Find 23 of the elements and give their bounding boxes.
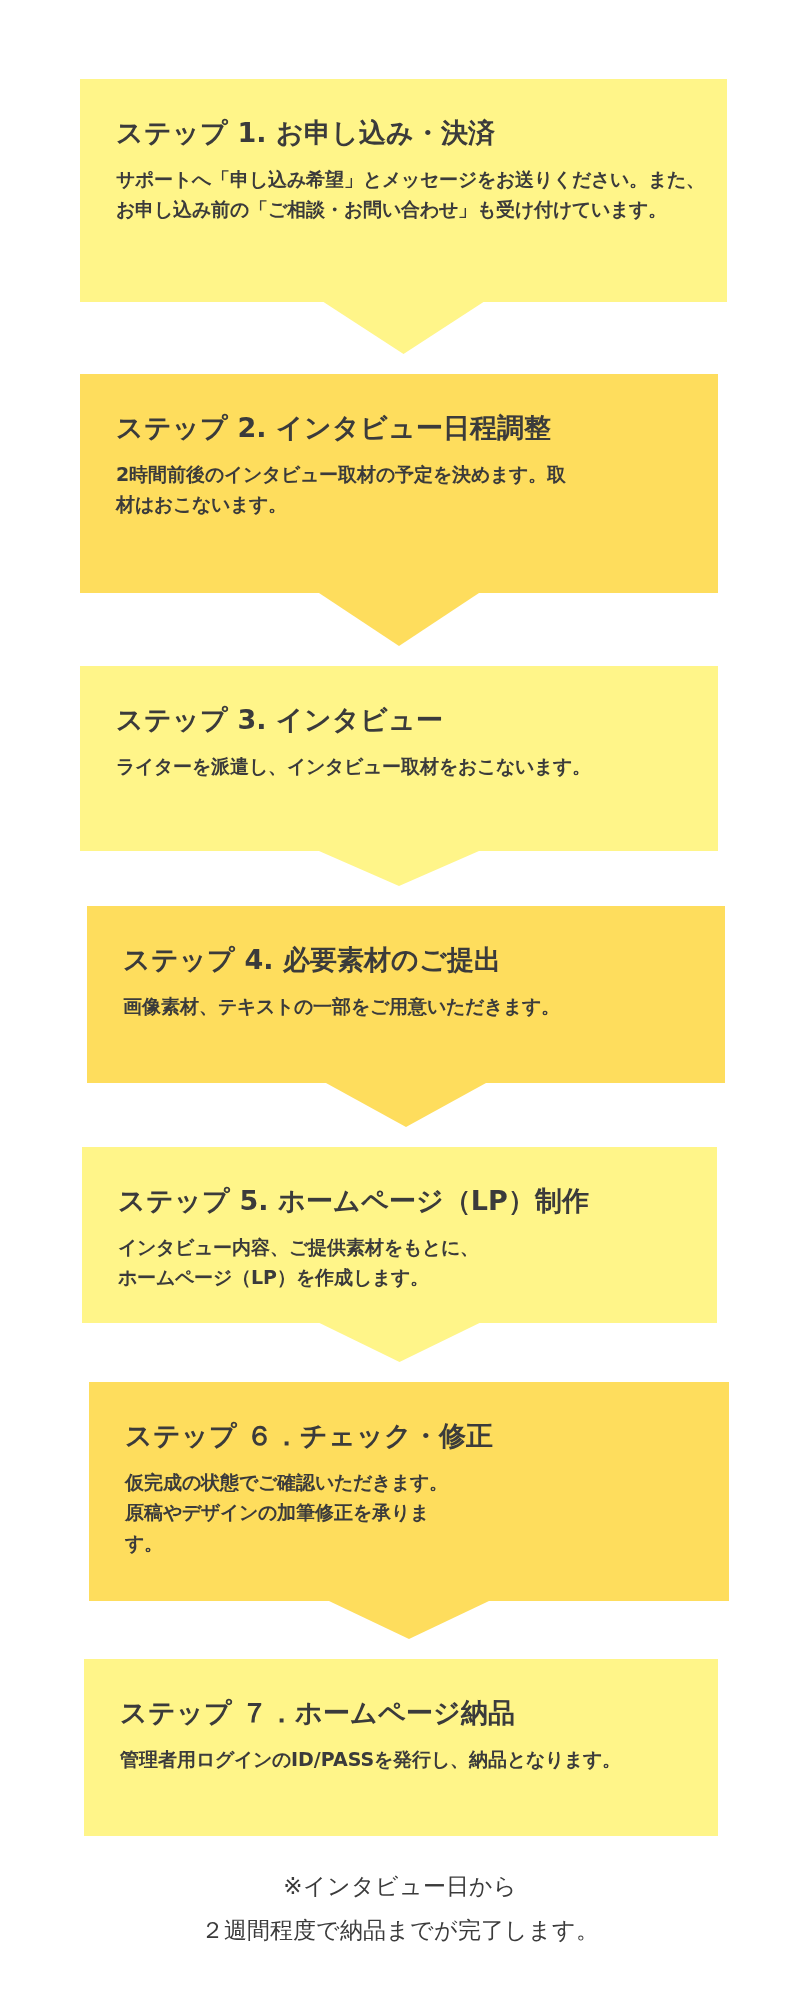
step-heading: ステップ 1. お申し込み・決済 xyxy=(116,116,495,150)
step-heading: ステップ ７．ホームページ納品 xyxy=(120,1696,516,1730)
chevron-arrow xyxy=(326,1083,486,1127)
chevron-arrow xyxy=(319,593,479,646)
step-description: ライターを派遣し、インタビュー取材をおこないます。 xyxy=(116,754,592,780)
chevron-arrow xyxy=(319,1323,480,1362)
note-text: ２週間程度で納品までが完了します。 xyxy=(201,1916,599,1945)
chevron-arrow xyxy=(323,302,484,354)
step-description: 仮完成の状態でご確認いただきます。原稿やデザインの加筆修正を承ります。 xyxy=(125,1470,449,1556)
step-heading: ステップ 5. ホームページ（LP）制作 xyxy=(118,1184,589,1218)
step-heading: ステップ ６．チェック・修正 xyxy=(125,1419,494,1453)
step-heading: ステップ 2. インタビュー日程調整 xyxy=(116,411,551,445)
step-heading: ステップ 3. インタビュー xyxy=(116,703,443,737)
chevron-arrow xyxy=(319,851,479,886)
note-text: ※インタビュー日から xyxy=(283,1872,517,1901)
step-heading: ステップ 4. 必要素材のご提出 xyxy=(123,943,501,977)
step-description: 2時間前後のインタビュー取材の予定を決めます。取材はおこないます。 xyxy=(116,462,568,518)
step-box xyxy=(84,1659,718,1836)
step-description: インタビュー内容、ご提供素材をもとに、ホームページ（LP）を作成します。 xyxy=(118,1235,480,1291)
step-description: 管理者用ログインのID/PASSを発行し、納品となります。 xyxy=(120,1747,623,1773)
step-description: 画像素材、テキストの一部をご用意いただきます。 xyxy=(123,994,561,1020)
chevron-arrow xyxy=(329,1601,489,1639)
step-description: サポートへ「申し込み希望」とメッセージをお送りください。また、お申し込み前の「ご相談・お問い合わせ」も受け付けています。 xyxy=(116,167,706,223)
